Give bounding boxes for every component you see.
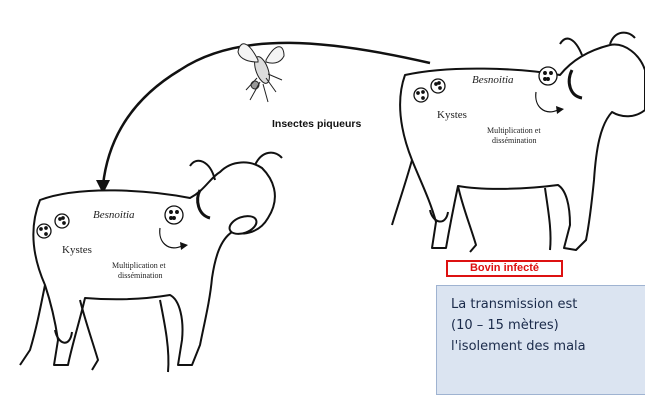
cycle-arrow-left [159,227,183,249]
note-line-2: (10 – 15 mètres) [451,318,559,333]
note-line-3: l'isolement des mala [451,339,586,354]
vector-label: Insectes piqueurs [272,118,361,130]
cow-left-spots [196,189,211,220]
multiplication-right-line2: dissémination [492,136,536,145]
cycle-arrow-right [535,91,559,113]
multiplication-left-line1: Multiplication et [112,261,166,270]
cow-right-spots [567,69,583,100]
cysts-label-left: Kystes [62,244,92,256]
parasite-label-left: Besnoitia [93,209,135,221]
insect-icon [237,43,285,103]
parasite-label-right: Besnoitia [472,74,514,86]
note-line-1: La transmission est [451,297,578,312]
cysts-label-right: Kystes [437,109,467,121]
transmission-note: La transmission est (10 – 15 mètres) l'i… [436,285,645,395]
cow-left [19,151,283,373]
arrow-head [96,180,110,194]
multiplication-left-line2: dissémination [118,271,162,280]
multiplication-right-line1: Multiplication et [487,126,541,135]
infected-label: Bovin infecté [446,260,563,277]
cow-right [391,31,645,253]
cyst-icon [36,205,184,239]
transmission-arrow [101,41,431,186]
cyst-icon [413,66,558,103]
transmission-diagram: Insectes piqueurs Besnoitia Kystes Multi… [19,31,645,373]
